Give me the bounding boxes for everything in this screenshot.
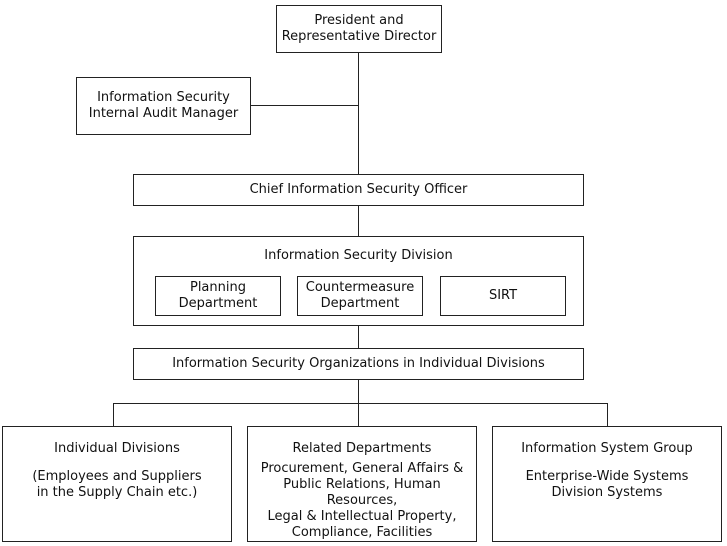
individual-divisions-box: Individual Divisions (Employees and Supp… — [2, 426, 232, 542]
connector-orgs-bus — [358, 379, 359, 426]
information-system-group-title: Information System Group — [521, 441, 693, 456]
individual-orgs-box: Information Security Organizations in In… — [133, 348, 584, 380]
planning-department-label: Planning Department — [178, 280, 258, 311]
individual-orgs-label: Information Security Organizations in In… — [172, 356, 545, 371]
audit-manager-box: Information Security Internal Audit Mana… — [76, 77, 251, 135]
connector-bus-left — [113, 403, 114, 426]
sirt-label: SIRT — [488, 288, 518, 303]
connector-division-orgs — [358, 325, 359, 348]
information-system-group-body: Enterprise-Wide Systems Division Systems — [525, 469, 689, 500]
sirt-box: SIRT — [440, 276, 566, 316]
connector-bus — [113, 403, 608, 404]
individual-divisions-title: Individual Divisions — [54, 441, 180, 456]
planning-department-box: Planning Department — [155, 276, 281, 316]
ciso-label: Chief Information Security Officer — [249, 182, 468, 197]
connector-bus-right — [607, 403, 608, 426]
president-box: President and Representative Director — [276, 5, 442, 53]
countermeasure-department-box: Countermeasure Department — [297, 276, 423, 316]
related-departments-title: Related Departments — [292, 441, 432, 456]
connector-ciso-division — [358, 205, 359, 236]
countermeasure-department-label: Countermeasure Department — [305, 280, 415, 311]
related-departments-box: Related Departments Procurement, General… — [247, 426, 477, 542]
related-departments-body: Procurement, General Affairs & Public Re… — [260, 461, 464, 540]
individual-divisions-body: (Employees and Suppliers in the Supply C… — [32, 469, 202, 500]
connector-audit-manager — [251, 105, 359, 106]
president-label: President and Representative Director — [281, 13, 437, 44]
connector-president-ciso — [358, 52, 359, 174]
information-system-group-box: Information System Group Enterprise-Wide… — [492, 426, 722, 542]
security-division-title: Information Security Division — [264, 248, 453, 263]
ciso-box: Chief Information Security Officer — [133, 174, 584, 206]
audit-manager-label: Information Security Internal Audit Mana… — [88, 90, 239, 121]
